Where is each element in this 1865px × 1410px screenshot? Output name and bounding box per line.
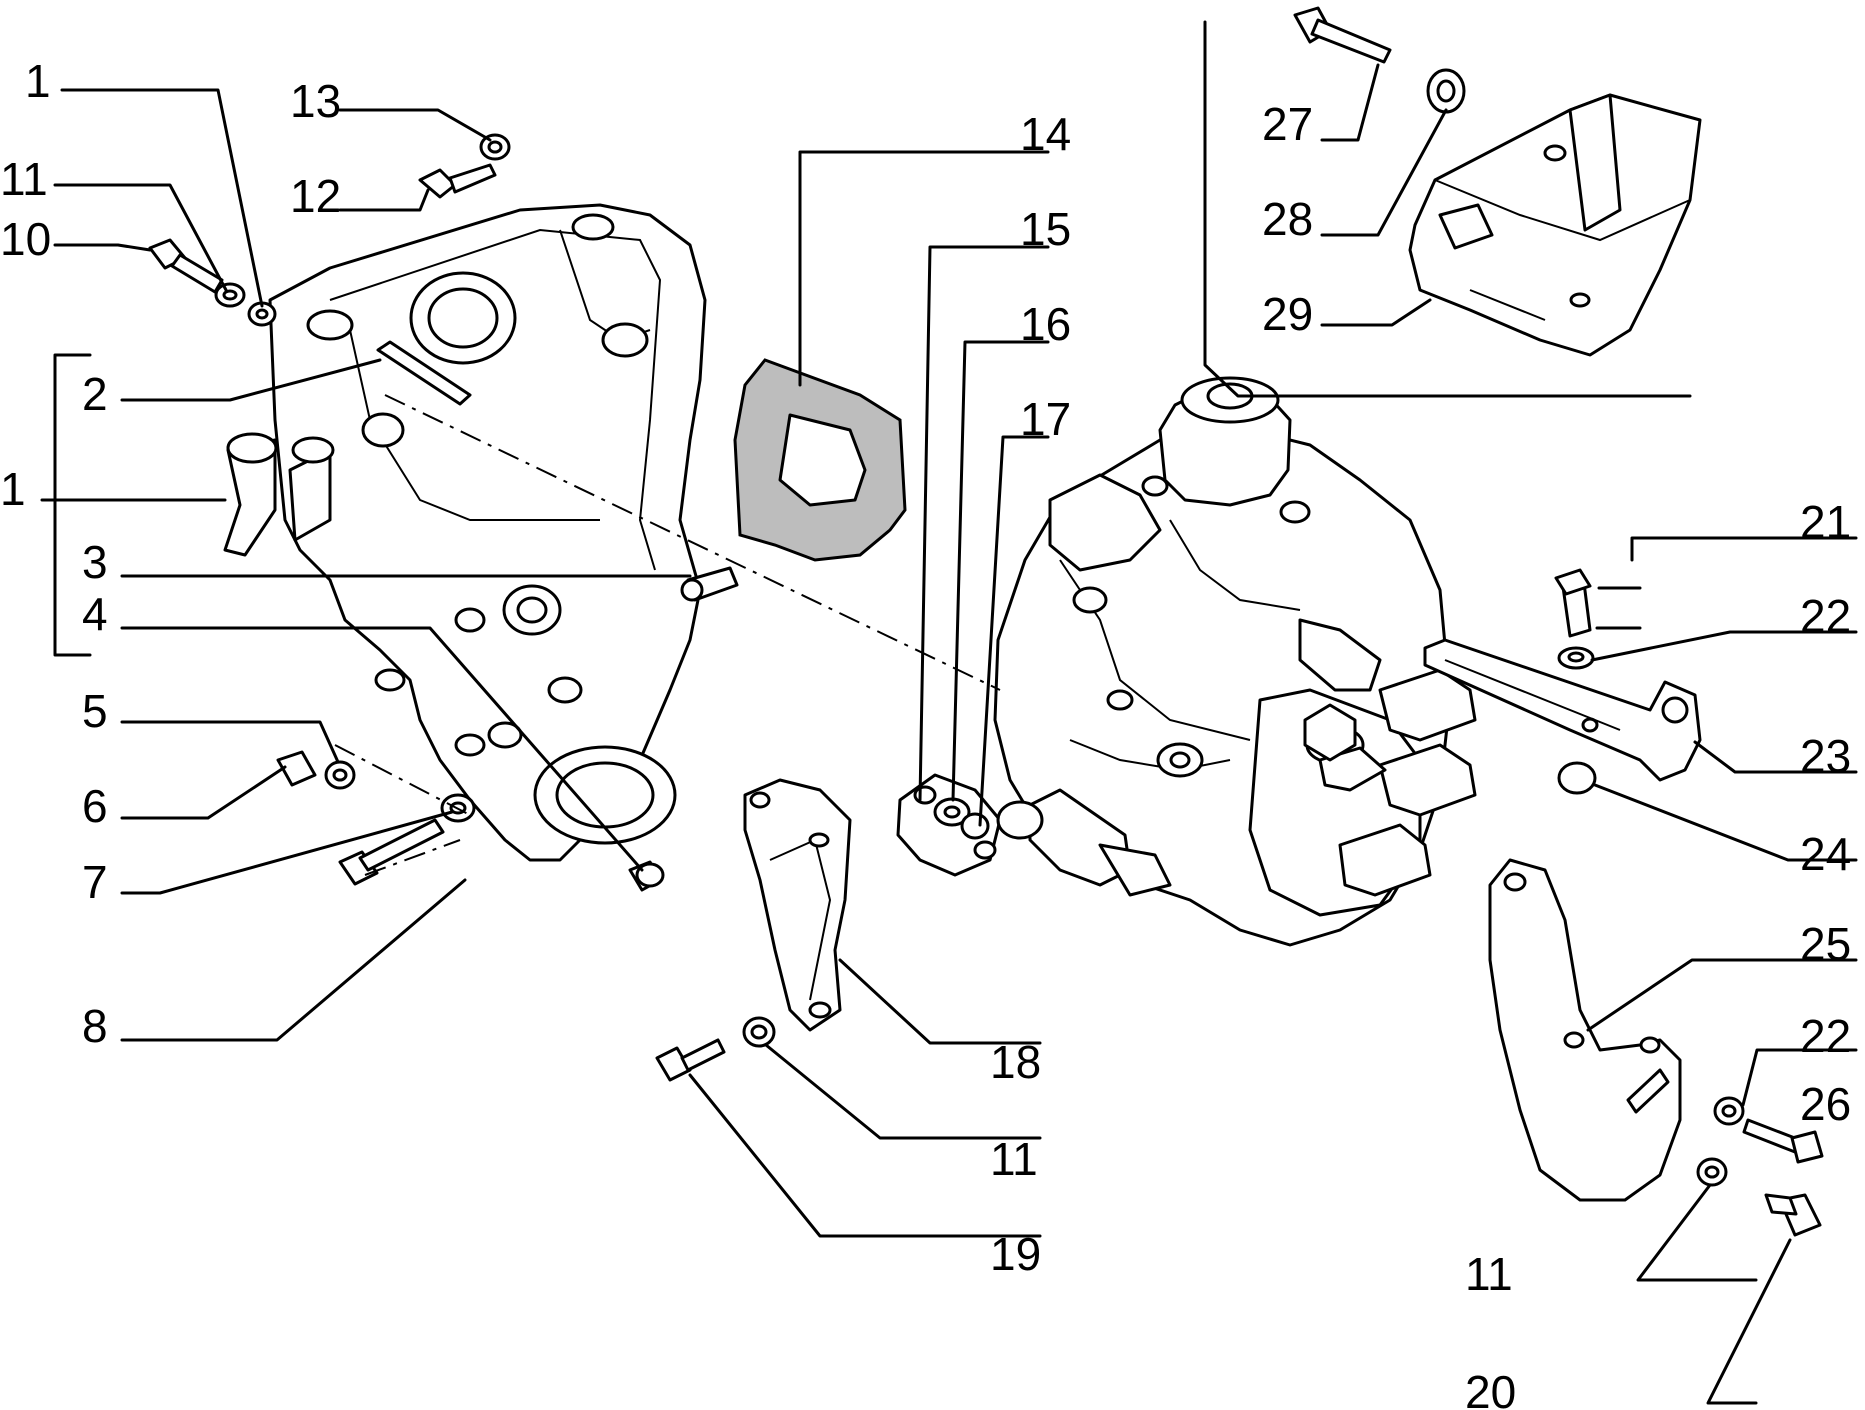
callout-14: 14: [1020, 108, 1071, 160]
callout-7: 7: [82, 856, 108, 908]
callout-15: 15: [1020, 203, 1071, 255]
callout-11-top-left: 11: [0, 153, 48, 205]
assembly-axis-lines: [334, 394, 1001, 876]
inset-bracket-assembly: [1203, 6, 1702, 398]
support-plate: [1488, 858, 1824, 1237]
callout-21: 21: [1800, 496, 1851, 548]
callout-9: 1: [25, 55, 51, 107]
callout-8: 8: [82, 1000, 108, 1052]
callout-26: 26: [1800, 1078, 1851, 1130]
callout-12: 12: [290, 170, 341, 222]
gasket: [733, 358, 907, 562]
callout-16: 16: [1020, 298, 1071, 350]
callout-11-bottom-right: 11: [1465, 1248, 1513, 1300]
callout-22-upper: 22: [1800, 590, 1851, 642]
leader-lines: [40, 63, 1858, 1405]
callout-6: 6: [82, 780, 108, 832]
pump-support-housing: [268, 203, 707, 892]
callout-labels: 1 11 10 13 12 2 1 3 4 5 6 7 8 14 15 16 1…: [0, 55, 1851, 1410]
flange-ring-and-washers: [896, 773, 1002, 877]
callout-13: 13: [290, 75, 341, 127]
callout-4: 4: [82, 588, 108, 640]
callout-28: 28: [1262, 193, 1313, 245]
callout-1: 1: [0, 463, 26, 515]
callout-19: 19: [990, 1228, 1041, 1280]
callout-3: 3: [82, 536, 108, 588]
callout-18: 18: [990, 1036, 1041, 1088]
callout-10: 10: [0, 213, 51, 265]
callout-24: 24: [1800, 828, 1851, 880]
callout-23: 23: [1800, 730, 1851, 782]
callout-20: 20: [1465, 1366, 1516, 1410]
throttle-cable-bracket: [1423, 568, 1702, 795]
callout-17: 17: [1020, 393, 1071, 445]
callout-25: 25: [1800, 918, 1851, 970]
injection-pump: [993, 376, 1477, 947]
callout-2: 2: [82, 368, 108, 420]
callout-5: 5: [82, 685, 108, 737]
callout-27: 27: [1262, 98, 1313, 150]
callout-29: 29: [1262, 288, 1313, 340]
pump-rear-bracket: [655, 778, 852, 1082]
callout-11-bottom-center: 11: [990, 1133, 1038, 1185]
callout-22-lower: 22: [1800, 1010, 1851, 1062]
